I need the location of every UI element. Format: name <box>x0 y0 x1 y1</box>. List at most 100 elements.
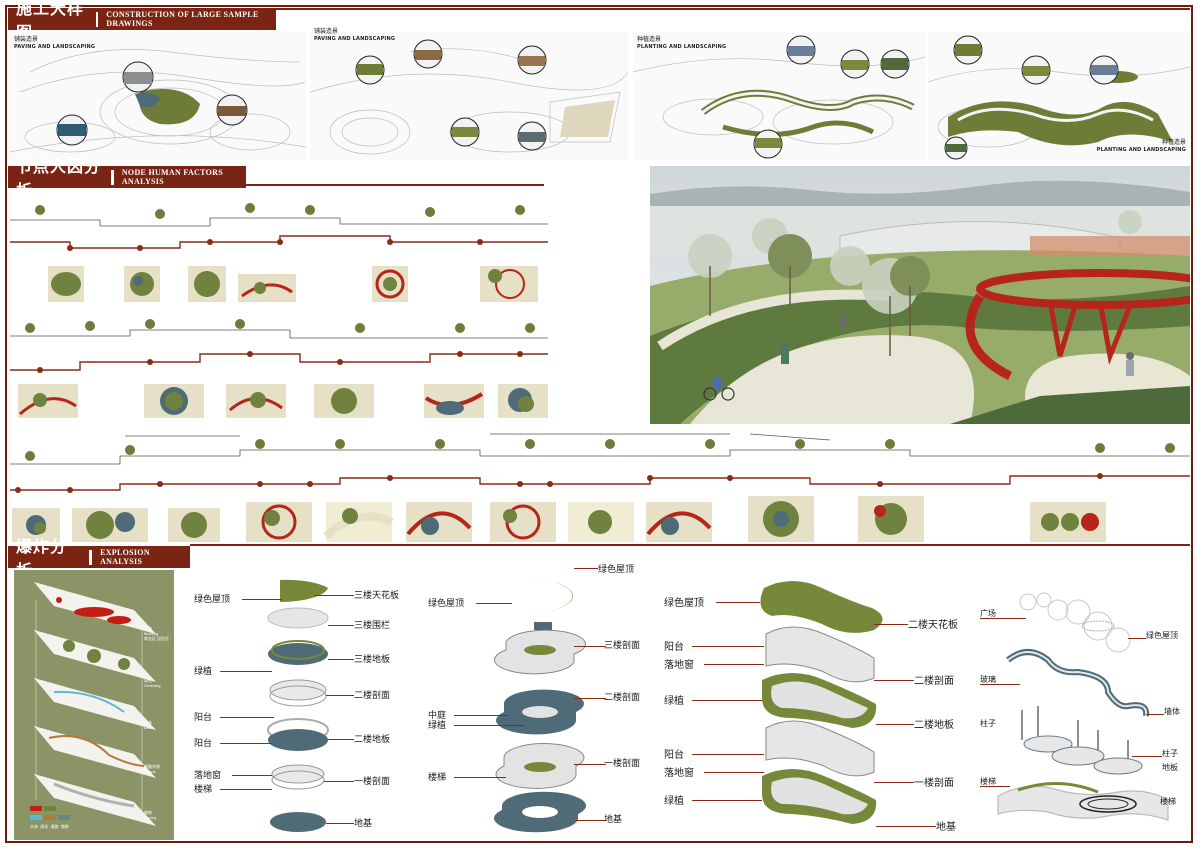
construction-panel-3: 种植造景 PLANTING AND LANDSCAPING <box>633 32 925 160</box>
leader-line <box>876 724 914 725</box>
leader-line <box>328 625 354 626</box>
leader-line <box>220 789 272 790</box>
explode3-label-left-7: 绿植 <box>664 796 684 807</box>
explode1-label-right-4: 二楼剖面 <box>354 691 391 701</box>
section-header-construction: 施工大样图 CONSTRUCTION OF LARGE SAMPLE DRAWI… <box>8 0 276 42</box>
panel-title: 铺装造景 PAVING AND LANDSCAPING <box>14 36 95 51</box>
section-title-en: NODE HUMAN FACTORS ANALYSIS <box>121 168 223 186</box>
leader-line <box>876 826 936 827</box>
leader-line <box>220 743 272 744</box>
panel-title-cn: 种植造景 <box>1161 139 1186 146</box>
paving-plan-drawing <box>10 32 306 160</box>
explode3-label-left-5: 阳台 <box>664 750 684 761</box>
exploded-axon-drawing <box>267 579 329 832</box>
section-profile-drawing <box>10 319 548 418</box>
section-profile-drawing <box>10 433 1190 542</box>
leader-line <box>326 823 354 824</box>
planting-plan-drawing <box>633 32 925 160</box>
panel-title: 铺装造景 PAVING AND LANDSCAPING <box>314 28 395 43</box>
panel-title-cn: 铺装造景 <box>14 36 39 43</box>
explode1-label-right-6: 一楼剖面 <box>354 777 391 787</box>
panel-title: 种植造景 PLANTING AND LANDSCAPING <box>637 36 726 51</box>
planting-plan-drawing <box>928 32 1190 160</box>
leader-line <box>704 772 764 773</box>
header-divider <box>89 549 93 565</box>
leader-line <box>574 764 606 765</box>
leader-line <box>326 695 354 696</box>
section-profile-row-3 <box>10 426 1190 546</box>
header-rule <box>246 184 544 186</box>
leader-line <box>476 603 512 604</box>
panel-title-cn: 种植造景 <box>637 36 662 43</box>
leader-line <box>1128 638 1146 639</box>
leader-line <box>980 684 1020 685</box>
leader-line <box>454 715 508 716</box>
section-profile-row-1 <box>10 196 548 306</box>
explode4-label-right-4: 地板 <box>1162 763 1178 772</box>
leader-line <box>454 725 524 726</box>
explode2-label-left-3: 绿植 <box>428 721 447 731</box>
explode3-label-right-2: 二楼剖面 <box>914 676 954 687</box>
explode3-label-right-3: 二楼地板 <box>914 720 954 731</box>
exploded-axon-drawing <box>760 581 883 824</box>
leader-line <box>704 664 764 665</box>
panel-title-en: PLANTING AND LANDSCAPING <box>637 44 727 50</box>
leader-line <box>232 775 272 776</box>
landscape-rendering <box>650 166 1190 424</box>
section-title-cn: 节点人因分析 <box>16 157 102 200</box>
exploded-axon-drawing <box>997 592 1169 821</box>
leader-line <box>1146 714 1164 715</box>
header-divider <box>95 11 99 27</box>
explode2-label-right-2: 三楼剖面 <box>604 641 641 651</box>
leader-line <box>242 599 282 600</box>
header-divider <box>111 169 114 185</box>
leader-line <box>716 602 760 603</box>
explode1-label-left-4: 阳台 <box>194 739 213 749</box>
explode1-label-left-5: 落地窗 <box>194 771 222 781</box>
explode3-label-right-1: 二楼天花板 <box>908 620 958 631</box>
explode4-label-right-2: 墙体 <box>1164 707 1180 716</box>
construction-panel-2: 铺装造景 PAVING AND LANDSCAPING <box>310 28 628 160</box>
swatch-labels: 水体 绿化 道路 铺装 <box>30 824 69 829</box>
explode1-label-left-6: 楼梯 <box>194 785 213 795</box>
explosion-diagram-1: 绿色屋顶 绿植 阳台 阳台 落地窗 楼梯 三楼天花板 三楼围栏 三楼地板 二楼剖… <box>190 566 420 842</box>
panel-title: 种植造景 PLANTING AND LANDSCAPING <box>1097 139 1186 154</box>
leader-line <box>454 777 506 778</box>
leader-line <box>574 568 598 569</box>
leader-line <box>314 595 354 596</box>
leader-line <box>220 717 274 718</box>
poster-frame <box>5 5 1193 843</box>
section-header-explosion: 爆炸分析 EXPLOSION ANALYSIS <box>8 537 190 580</box>
explode4-label-left-2: 玻璃 <box>980 675 996 684</box>
explode1-label-right-7: 地基 <box>354 819 373 829</box>
leader-line <box>328 659 354 660</box>
leader-line <box>874 680 914 681</box>
leader-line <box>692 800 762 801</box>
explode2-label-left-4: 楼梯 <box>428 773 447 783</box>
section-title-en: CONSTRUCTION OF LARGE SAMPLE DRAWINGS <box>106 10 259 28</box>
section-title-en: EXPLOSION ANALYSIS <box>100 548 150 566</box>
explode3-label-left-6: 落地窗 <box>664 768 694 779</box>
section-header-human: 节点人因分析 NODE HUMAN FACTORS ANALYSIS <box>8 157 246 200</box>
explode4-label-right-3: 柱子 <box>1162 749 1178 758</box>
explode1-label-right-3: 三楼地板 <box>354 655 391 665</box>
explode3-label-left-4: 绿植 <box>664 696 684 707</box>
panel-title-en: PLANTING AND LANDSCAPING <box>1096 147 1186 153</box>
leader-line <box>874 782 914 783</box>
explode4-label-left-4: 楼梯 <box>980 777 996 786</box>
panel-title-en: PAVING AND LANDSCAPING <box>314 36 396 42</box>
leader-line <box>328 739 354 740</box>
paving-plan-drawing <box>310 32 628 160</box>
explosion-diagram-4: 广场 玻璃 柱子 楼梯 绿色屋顶 墙体 柱子 地板 楼梯 <box>978 580 1188 840</box>
explode1-label-right-2: 三楼围栏 <box>354 621 391 631</box>
explosion-diagram-2: 绿色屋顶 中庭 绿植 楼梯 绿色屋顶 三楼剖面 二楼剖面 一楼剖面 地基 <box>424 562 648 840</box>
section-profile-row-2 <box>10 318 548 422</box>
perspective-render-image <box>650 166 1190 424</box>
explode3-label-left-3: 落地窗 <box>664 660 694 671</box>
layer-stack-drawing <box>30 582 156 826</box>
leader-line <box>220 671 272 672</box>
